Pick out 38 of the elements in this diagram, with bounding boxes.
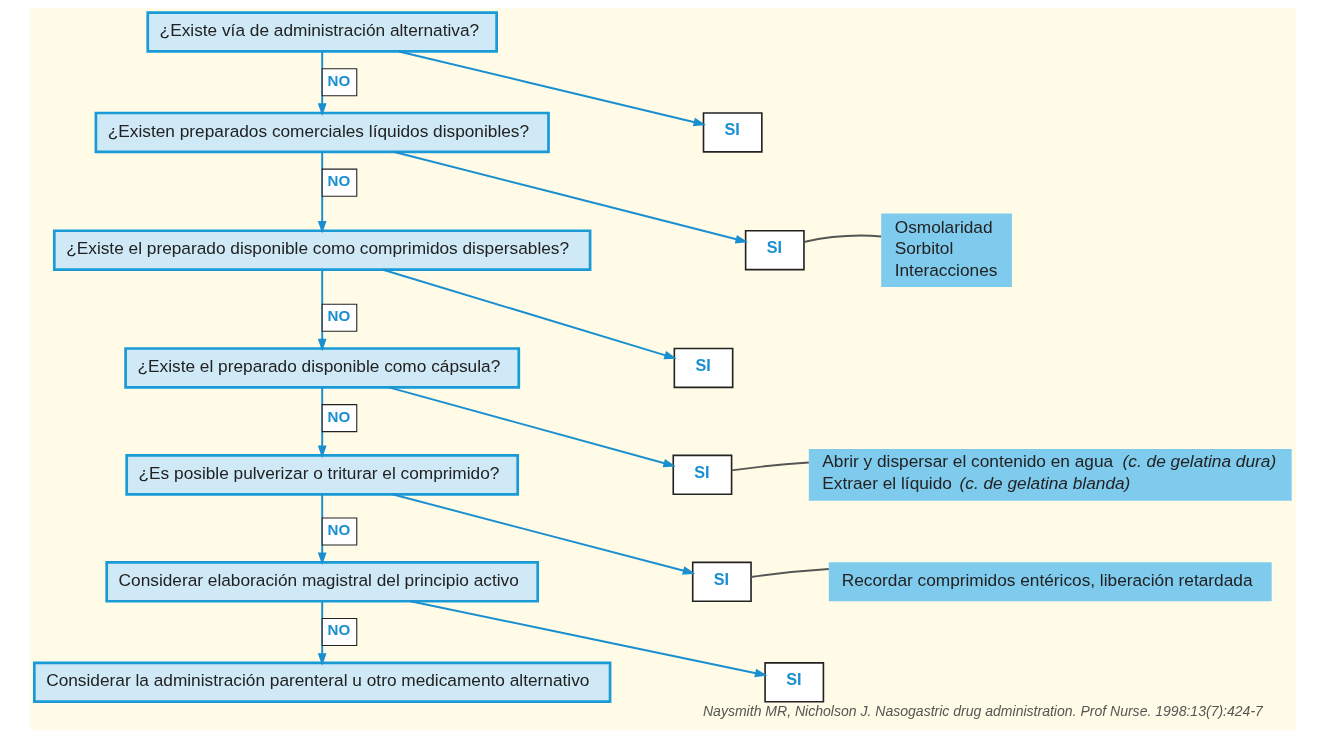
node-box: ¿Existe el preparado disponible como comprimidos dispersables? [52,229,592,271]
caption: Naysmith MR, Nicholson J. Nasogastric drug administration. Prof Nurse. 1998:13(7):424-7 [702,703,1263,720]
edge-label: NO [327,71,351,89]
node-box: SI [672,454,733,496]
node-box: Recordar comprimidos entéricos, liberación retardada [828,562,1272,602]
arrow [391,493,696,575]
arrow [382,268,677,360]
node-box: SI [691,561,752,603]
edge-label: NO [327,521,351,539]
node-box: ¿Es posible pulverizar o triturar el comprimido? [125,454,520,496]
connector [730,461,810,472]
connector [803,234,883,243]
node-box: SI [702,112,763,153]
node-box: Abrir y dispersar el contenido en agua (c. de gelatina dura) Extraer el líquido (c. de gelatina blanda) [808,448,1292,501]
edge-label: NO [327,172,351,190]
arrow [317,386,327,459]
node-box: Considerar la administración parenteral u otro medicamento alternativo [32,661,612,704]
node-box: Considerar elaboración magistral del principio activo [105,561,540,603]
node-box: SI [764,662,825,703]
node-box: ¿Existen preparados comerciales líquidos disponibles? [94,111,550,154]
arrow [317,493,327,566]
node-box: ¿Existe vía de administración alternativa? [146,11,498,53]
node-box: SI [744,229,805,271]
arrow [317,151,327,234]
arrow [397,50,707,127]
edge-label: NO [327,621,351,639]
arrow [409,600,768,678]
arrow [387,386,676,468]
arrow [317,50,327,116]
node-box: ¿Existe el preparado disponible como cápsula? [124,347,521,389]
arrow [317,600,327,666]
node-box: Osmolaridad Sorbitol Interacciones [881,213,1012,287]
edge-label: NO [327,307,351,325]
connector [750,568,830,579]
edge-label: NO [327,407,351,425]
arrow [317,268,327,352]
arrow [393,151,748,244]
node-box: SI [673,347,734,389]
